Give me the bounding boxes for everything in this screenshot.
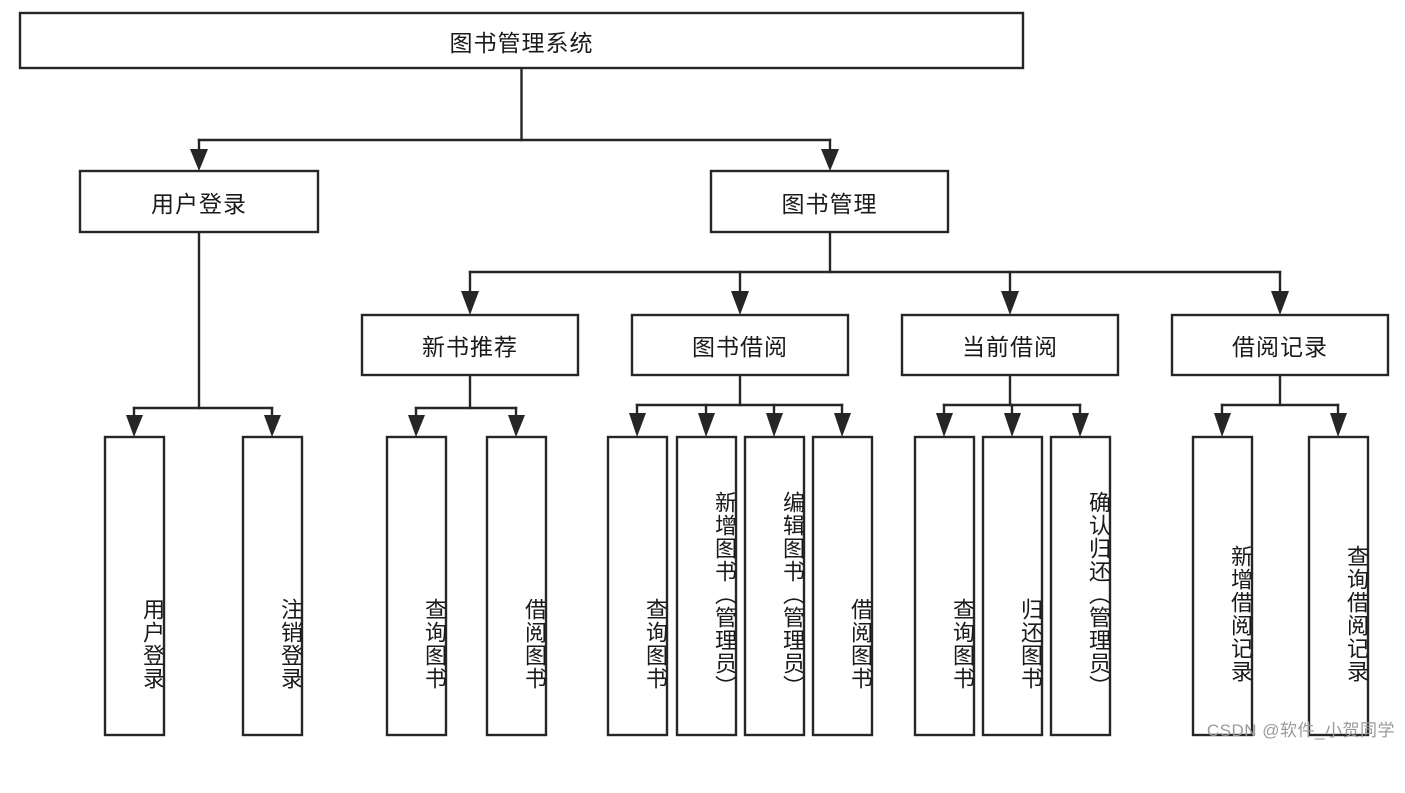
node-box-new-book-recommend[interactable]: [360, 313, 580, 377]
arrowhead-leaf-current-borrow-0: [936, 413, 953, 437]
node-box-leaf-book-borrow-3[interactable]: [811, 435, 874, 737]
node-box-leaf-book-borrow-1[interactable]: [675, 435, 738, 737]
arrowhead-leaf-book-borrow-2: [766, 413, 783, 437]
node-box-book-borrow[interactable]: [630, 313, 850, 377]
arrowhead-leaf-current-borrow-1: [1004, 413, 1021, 437]
connector-group-user-login: [126, 230, 281, 437]
connector-group-new-book: [408, 373, 525, 437]
node-box-root[interactable]: [18, 11, 1025, 70]
arrowhead-leaf-user-login-0: [126, 415, 143, 437]
arrowhead-leaf-current-borrow-2: [1072, 413, 1089, 437]
node-box-leaf-current-borrow-2[interactable]: [1049, 435, 1112, 737]
arrowhead-new-book: [461, 291, 479, 315]
node-box-book-manage[interactable]: [709, 169, 950, 234]
diagram-canvas: 图书管理系统 用户登录 图书管理 新书推荐 图书借阅 当前借阅 借阅记录 用户登…: [18, 11, 1395, 740]
node-box-leaf-new-book-0[interactable]: [385, 435, 448, 737]
node-box-user-login[interactable]: [78, 169, 320, 234]
connector-group-book-borrow: [629, 373, 851, 437]
node-box-leaf-user-login-1[interactable]: [241, 435, 304, 737]
arrowhead-book-borrow: [731, 291, 749, 315]
connector-group-root: [190, 66, 839, 171]
node-box-borrow-record[interactable]: [1170, 313, 1390, 377]
node-box-leaf-borrow-record-0[interactable]: [1191, 435, 1254, 737]
node-box-leaf-book-borrow-0[interactable]: [606, 435, 669, 737]
arrowhead-book-manage: [821, 149, 839, 171]
arrowhead-leaf-user-login-1: [264, 415, 281, 437]
connector-group-book-manage: [461, 230, 1289, 315]
node-box-leaf-borrow-record-1[interactable]: [1307, 435, 1370, 737]
arrowhead-leaf-book-borrow-1: [698, 413, 715, 437]
watermark-text: CSDN @软件_小贺同学: [1206, 721, 1395, 740]
tree-diagram-svg: [18, 11, 1390, 737]
arrowhead-borrow-record: [1271, 291, 1289, 315]
node-box-leaf-current-borrow-0[interactable]: [913, 435, 976, 737]
connector-group-current-borrow: [936, 373, 1089, 437]
arrowhead-current-borrow: [1001, 291, 1019, 315]
arrowhead-leaf-new-book-0: [408, 415, 425, 437]
arrowhead-leaf-book-borrow-0: [629, 413, 646, 437]
node-box-leaf-current-borrow-1[interactable]: [981, 435, 1044, 737]
node-box-leaf-new-book-1[interactable]: [485, 435, 548, 737]
arrowhead-leaf-borrow-record-1: [1330, 413, 1347, 437]
arrowhead-leaf-book-borrow-3: [834, 413, 851, 437]
arrowhead-user-login: [190, 149, 208, 171]
arrowhead-leaf-new-book-1: [508, 415, 525, 437]
node-box-leaf-book-borrow-2[interactable]: [743, 435, 806, 737]
node-box-leaf-user-login-0[interactable]: [103, 435, 166, 737]
node-box-current-borrow[interactable]: [900, 313, 1120, 377]
arrowhead-leaf-borrow-record-0: [1214, 413, 1231, 437]
connector-group-borrow-record: [1214, 373, 1347, 437]
